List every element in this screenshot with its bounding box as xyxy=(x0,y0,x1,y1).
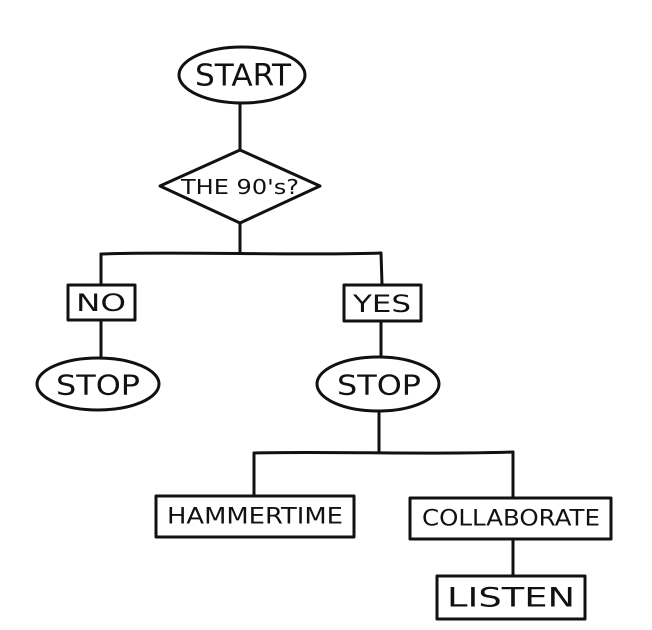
stop-right-label: STOP xyxy=(337,369,421,402)
collaborate-box xyxy=(408,496,613,541)
connectors xyxy=(99,100,515,577)
hammertime-label: HAMMERTIME xyxy=(167,505,343,530)
listen-box xyxy=(435,574,587,621)
yes-label: YES xyxy=(352,290,411,318)
collaborate-label: COLLABORATE xyxy=(422,507,600,532)
decision-diamond xyxy=(158,148,322,225)
stop-right-ellipse xyxy=(315,355,441,413)
decision-label: THE 90's? xyxy=(180,175,299,199)
stop-right-node: STOP xyxy=(315,355,441,413)
stop-left-ellipse xyxy=(35,356,161,412)
edge-branch-horizontal xyxy=(99,251,383,256)
listen-node: LISTEN xyxy=(435,574,587,621)
start-ellipse xyxy=(177,45,307,105)
no-label: NO xyxy=(76,289,126,317)
hammertime-node: HAMMERTIME xyxy=(154,494,356,539)
yes-node: YES xyxy=(342,283,423,323)
start-node: START xyxy=(177,45,307,105)
yes-box xyxy=(342,283,423,323)
collaborate-node: COLLABORATE xyxy=(408,496,613,541)
start-label: START xyxy=(195,59,292,94)
no-node: NO xyxy=(66,283,137,322)
stop-left-node: STOP xyxy=(35,356,161,412)
no-box xyxy=(66,283,137,322)
listen-label: LISTEN xyxy=(447,583,575,614)
edge-branch-to-yes xyxy=(379,251,384,286)
hammertime-box xyxy=(154,494,356,539)
decision-node: THE 90's? xyxy=(158,148,322,225)
stop-left-label: STOP xyxy=(56,369,140,402)
edge-lower-branch-horizontal xyxy=(252,450,515,455)
